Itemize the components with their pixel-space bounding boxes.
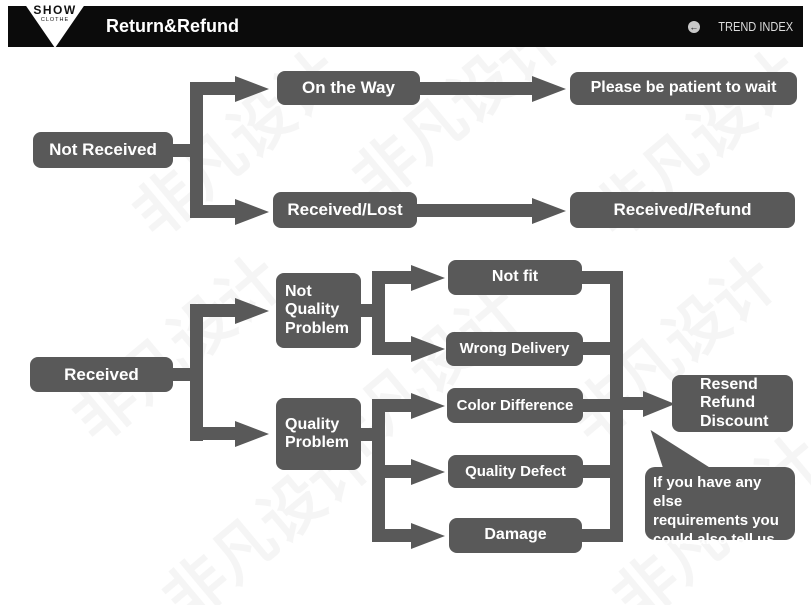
arrowhead bbox=[411, 336, 445, 362]
arrowhead bbox=[235, 298, 269, 324]
node-please-wait: Please be patient to wait bbox=[570, 72, 797, 105]
node-damage: Damage bbox=[449, 518, 582, 553]
left-arrow-circle-icon: ← bbox=[687, 20, 700, 33]
connector bbox=[582, 271, 610, 284]
arrowhead bbox=[411, 393, 445, 419]
brand-logo-clothe: CLOTHE bbox=[40, 17, 70, 23]
node-color-difference: Color Difference bbox=[447, 388, 583, 423]
connector bbox=[582, 529, 610, 542]
node-quality-defect: Quality Defect bbox=[448, 455, 583, 488]
node-not-received: Not Received bbox=[33, 132, 173, 168]
connector bbox=[203, 82, 235, 95]
connector bbox=[190, 82, 203, 218]
node-not-fit: Not fit bbox=[448, 260, 582, 295]
node-received: Received bbox=[30, 357, 173, 392]
connector bbox=[623, 397, 645, 410]
arrowhead bbox=[532, 76, 566, 102]
connector bbox=[420, 82, 532, 95]
header-bar: Return&Refund ← TREND INDEX bbox=[8, 6, 803, 47]
connector bbox=[583, 342, 610, 355]
arrowhead bbox=[411, 265, 445, 291]
trend-index: ← TREND INDEX bbox=[687, 6, 793, 47]
connector bbox=[383, 342, 411, 355]
connector bbox=[583, 465, 610, 478]
node-quality-problem: Quality Problem bbox=[276, 398, 361, 470]
arrowhead bbox=[532, 198, 566, 224]
connector bbox=[372, 271, 385, 355]
page-title: Return&Refund bbox=[106, 16, 239, 36]
brand-logo-show: SHOW bbox=[33, 3, 77, 17]
node-received-lost: Received/Lost bbox=[273, 192, 417, 228]
speech-bubble-note: If you have any else requirements you co… bbox=[645, 467, 795, 548]
trend-index-label: TREND INDEX bbox=[718, 19, 793, 34]
connector bbox=[417, 204, 532, 217]
arrowhead bbox=[235, 421, 269, 447]
connector bbox=[203, 205, 235, 218]
node-wrong-delivery: Wrong Delivery bbox=[446, 332, 583, 366]
connector bbox=[383, 271, 411, 284]
connector bbox=[203, 304, 235, 317]
node-on-the-way: On the Way bbox=[277, 71, 420, 105]
arrowhead bbox=[235, 76, 269, 102]
connector bbox=[383, 465, 411, 478]
connector bbox=[190, 304, 203, 441]
node-not-quality-problem: Not Quality Problem bbox=[276, 273, 361, 348]
arrowhead bbox=[411, 523, 445, 549]
node-received-refund: Received/Refund bbox=[570, 192, 795, 228]
arrowhead bbox=[411, 459, 445, 485]
connector bbox=[372, 399, 385, 542]
arrowhead bbox=[235, 199, 269, 225]
connector bbox=[203, 427, 235, 440]
connector-collector bbox=[610, 271, 623, 542]
connector bbox=[383, 529, 411, 542]
connector bbox=[583, 399, 610, 412]
node-resend-refund-discount: Resend Refund Discount bbox=[672, 375, 793, 432]
connector bbox=[383, 399, 411, 412]
speech-bubble-tail bbox=[650, 430, 712, 469]
arrowhead bbox=[643, 391, 675, 417]
